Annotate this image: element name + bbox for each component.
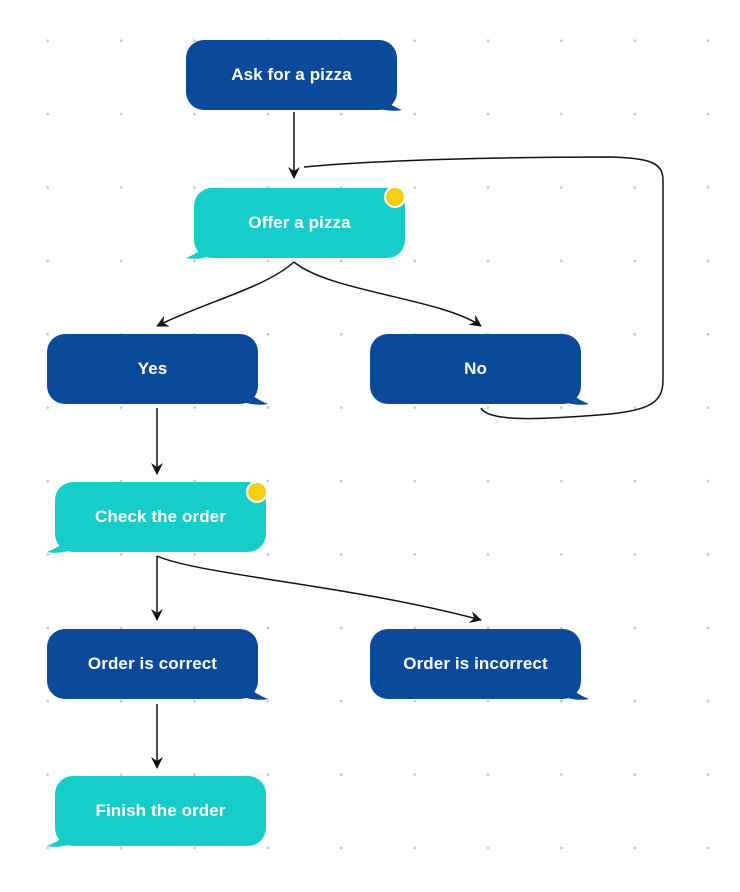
status-badge-offer	[384, 186, 406, 208]
node-finish-order[interactable]: Finish the order	[55, 776, 266, 846]
node-order-correct[interactable]: Order is correct	[47, 629, 258, 699]
edge-check-to-incorrect[interactable]	[156, 555, 482, 623]
node-no[interactable]: No	[370, 334, 581, 404]
node-yes[interactable]: Yes	[47, 334, 258, 404]
node-check-order[interactable]: Check the order	[55, 482, 266, 552]
node-order-incorrect[interactable]: Order is incorrect	[370, 629, 581, 699]
status-badge-check	[246, 481, 268, 503]
edge-offer-to-no[interactable]	[293, 261, 482, 327]
node-ask-for-pizza[interactable]: Ask for a pizza	[186, 40, 397, 110]
edge-no-to-offer[interactable]	[303, 156, 664, 420]
node-offer-pizza[interactable]: Offer a pizza	[194, 188, 405, 258]
edge-offer-to-yes[interactable]	[156, 261, 295, 327]
